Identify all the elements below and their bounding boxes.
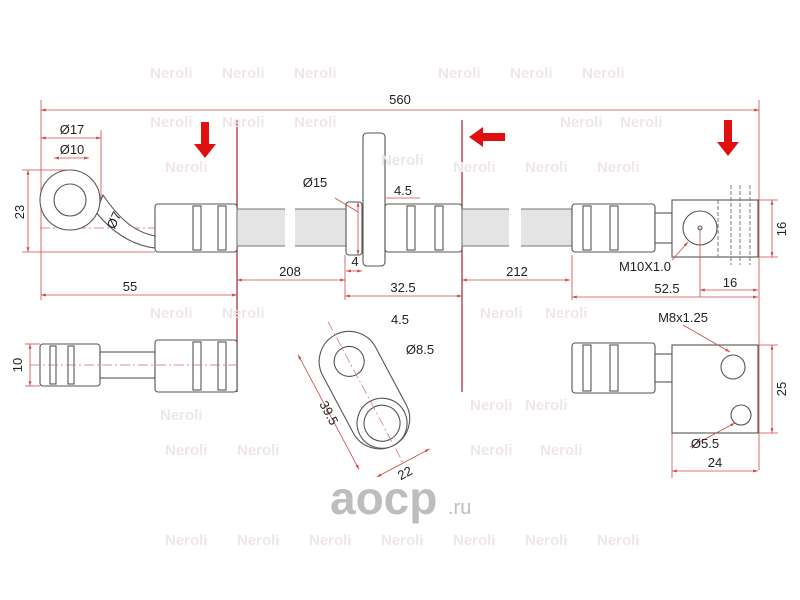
watermark-text: Neroli	[525, 397, 568, 414]
dim-plate-width: 22	[395, 463, 415, 483]
watermark-text: Neroli	[525, 159, 568, 176]
fitting-middle	[384, 203, 463, 253]
dim-bracket-offset: 4.5	[394, 183, 412, 198]
fitting-right	[571, 185, 759, 265]
dim-plate-hole: Ø8.5	[406, 342, 434, 357]
fitting-block-view	[571, 342, 759, 434]
watermark-text: Neroli	[165, 532, 208, 549]
watermark-text: Neroli	[582, 65, 625, 82]
watermark-text: Neroli	[545, 305, 588, 322]
watermark-text: Neroli	[470, 442, 513, 459]
watermark-text: Neroli	[540, 442, 583, 459]
fitting-side-view	[39, 339, 238, 393]
arrow-left-icon	[469, 127, 505, 147]
dim-block2-width: 24	[708, 455, 722, 470]
dim-bend: Ø7	[103, 209, 124, 231]
watermark-text: Neroli	[597, 159, 640, 176]
abcp-logo: aocp	[330, 472, 437, 524]
dim-fitting-dia: 10	[10, 358, 25, 372]
dim-plate-offset: 4.5	[391, 312, 409, 327]
abcp-logo-domain: .ru	[448, 497, 471, 519]
dim-left-length: 55	[123, 279, 137, 294]
dim-block-height: 16	[774, 222, 789, 236]
watermark-text: Neroli	[150, 65, 193, 82]
watermark-text: Neroli	[294, 65, 337, 82]
watermark-text: Neroli	[150, 114, 193, 131]
dim-collar-dia: Ø15	[303, 175, 328, 190]
fitting-left	[154, 203, 238, 253]
dim-block2-height: 25	[774, 382, 789, 396]
watermark-text: Neroli	[560, 114, 603, 131]
dim-hose2: 212	[506, 264, 528, 279]
bracket-plate-view	[297, 321, 430, 478]
dim-hole2: Ø5.5	[691, 436, 719, 451]
dim-mid-length: 32.5	[390, 280, 415, 295]
dim-eye-height: 23	[12, 205, 27, 219]
watermark-text: Neroli	[222, 305, 265, 322]
dim-hose1: 208	[279, 264, 301, 279]
watermark-text: Neroli	[470, 397, 513, 414]
watermark-text: Neroli	[294, 114, 337, 131]
watermark-text: Neroli	[381, 152, 424, 169]
thread-label-2: M8x1.25	[658, 310, 708, 325]
watermark-text: Neroli	[237, 442, 280, 459]
dim-eye-inner: Ø10	[60, 142, 85, 157]
dim-right-length: 52.5	[654, 281, 679, 296]
watermark-text: Neroli	[150, 305, 193, 322]
watermark-text: Neroli	[381, 532, 424, 549]
watermark-text: Neroli	[620, 114, 663, 131]
dim-total-label: 560	[389, 92, 411, 107]
bracket-plate	[362, 132, 386, 267]
watermark-text: Neroli	[453, 532, 496, 549]
watermark-text: Neroli	[237, 532, 280, 549]
dim-eye-outer: Ø17	[60, 122, 85, 137]
watermark-text: Neroli	[165, 442, 208, 459]
dim-block-width: 16	[723, 275, 737, 290]
dim-collar-width: 4	[351, 254, 358, 269]
watermark-text: Neroli	[222, 114, 265, 131]
watermark-text: Neroli	[160, 407, 203, 424]
watermark-text: Neroli	[453, 159, 496, 176]
watermark-text: Neroli	[438, 65, 481, 82]
watermark-text: Neroli	[480, 305, 523, 322]
watermark-text: Neroli	[597, 532, 640, 549]
arrow-down-icon	[194, 122, 216, 158]
watermark-text: Neroli	[510, 65, 553, 82]
watermark-text: Neroli	[309, 532, 352, 549]
watermark-text: Neroli	[165, 159, 208, 176]
watermark-text: Neroli	[222, 65, 265, 82]
arrow-down-icon	[717, 120, 739, 156]
thread-label-1: M10X1.0	[619, 259, 671, 274]
banjo-hole	[53, 183, 87, 217]
watermark-text: Neroli	[525, 532, 568, 549]
